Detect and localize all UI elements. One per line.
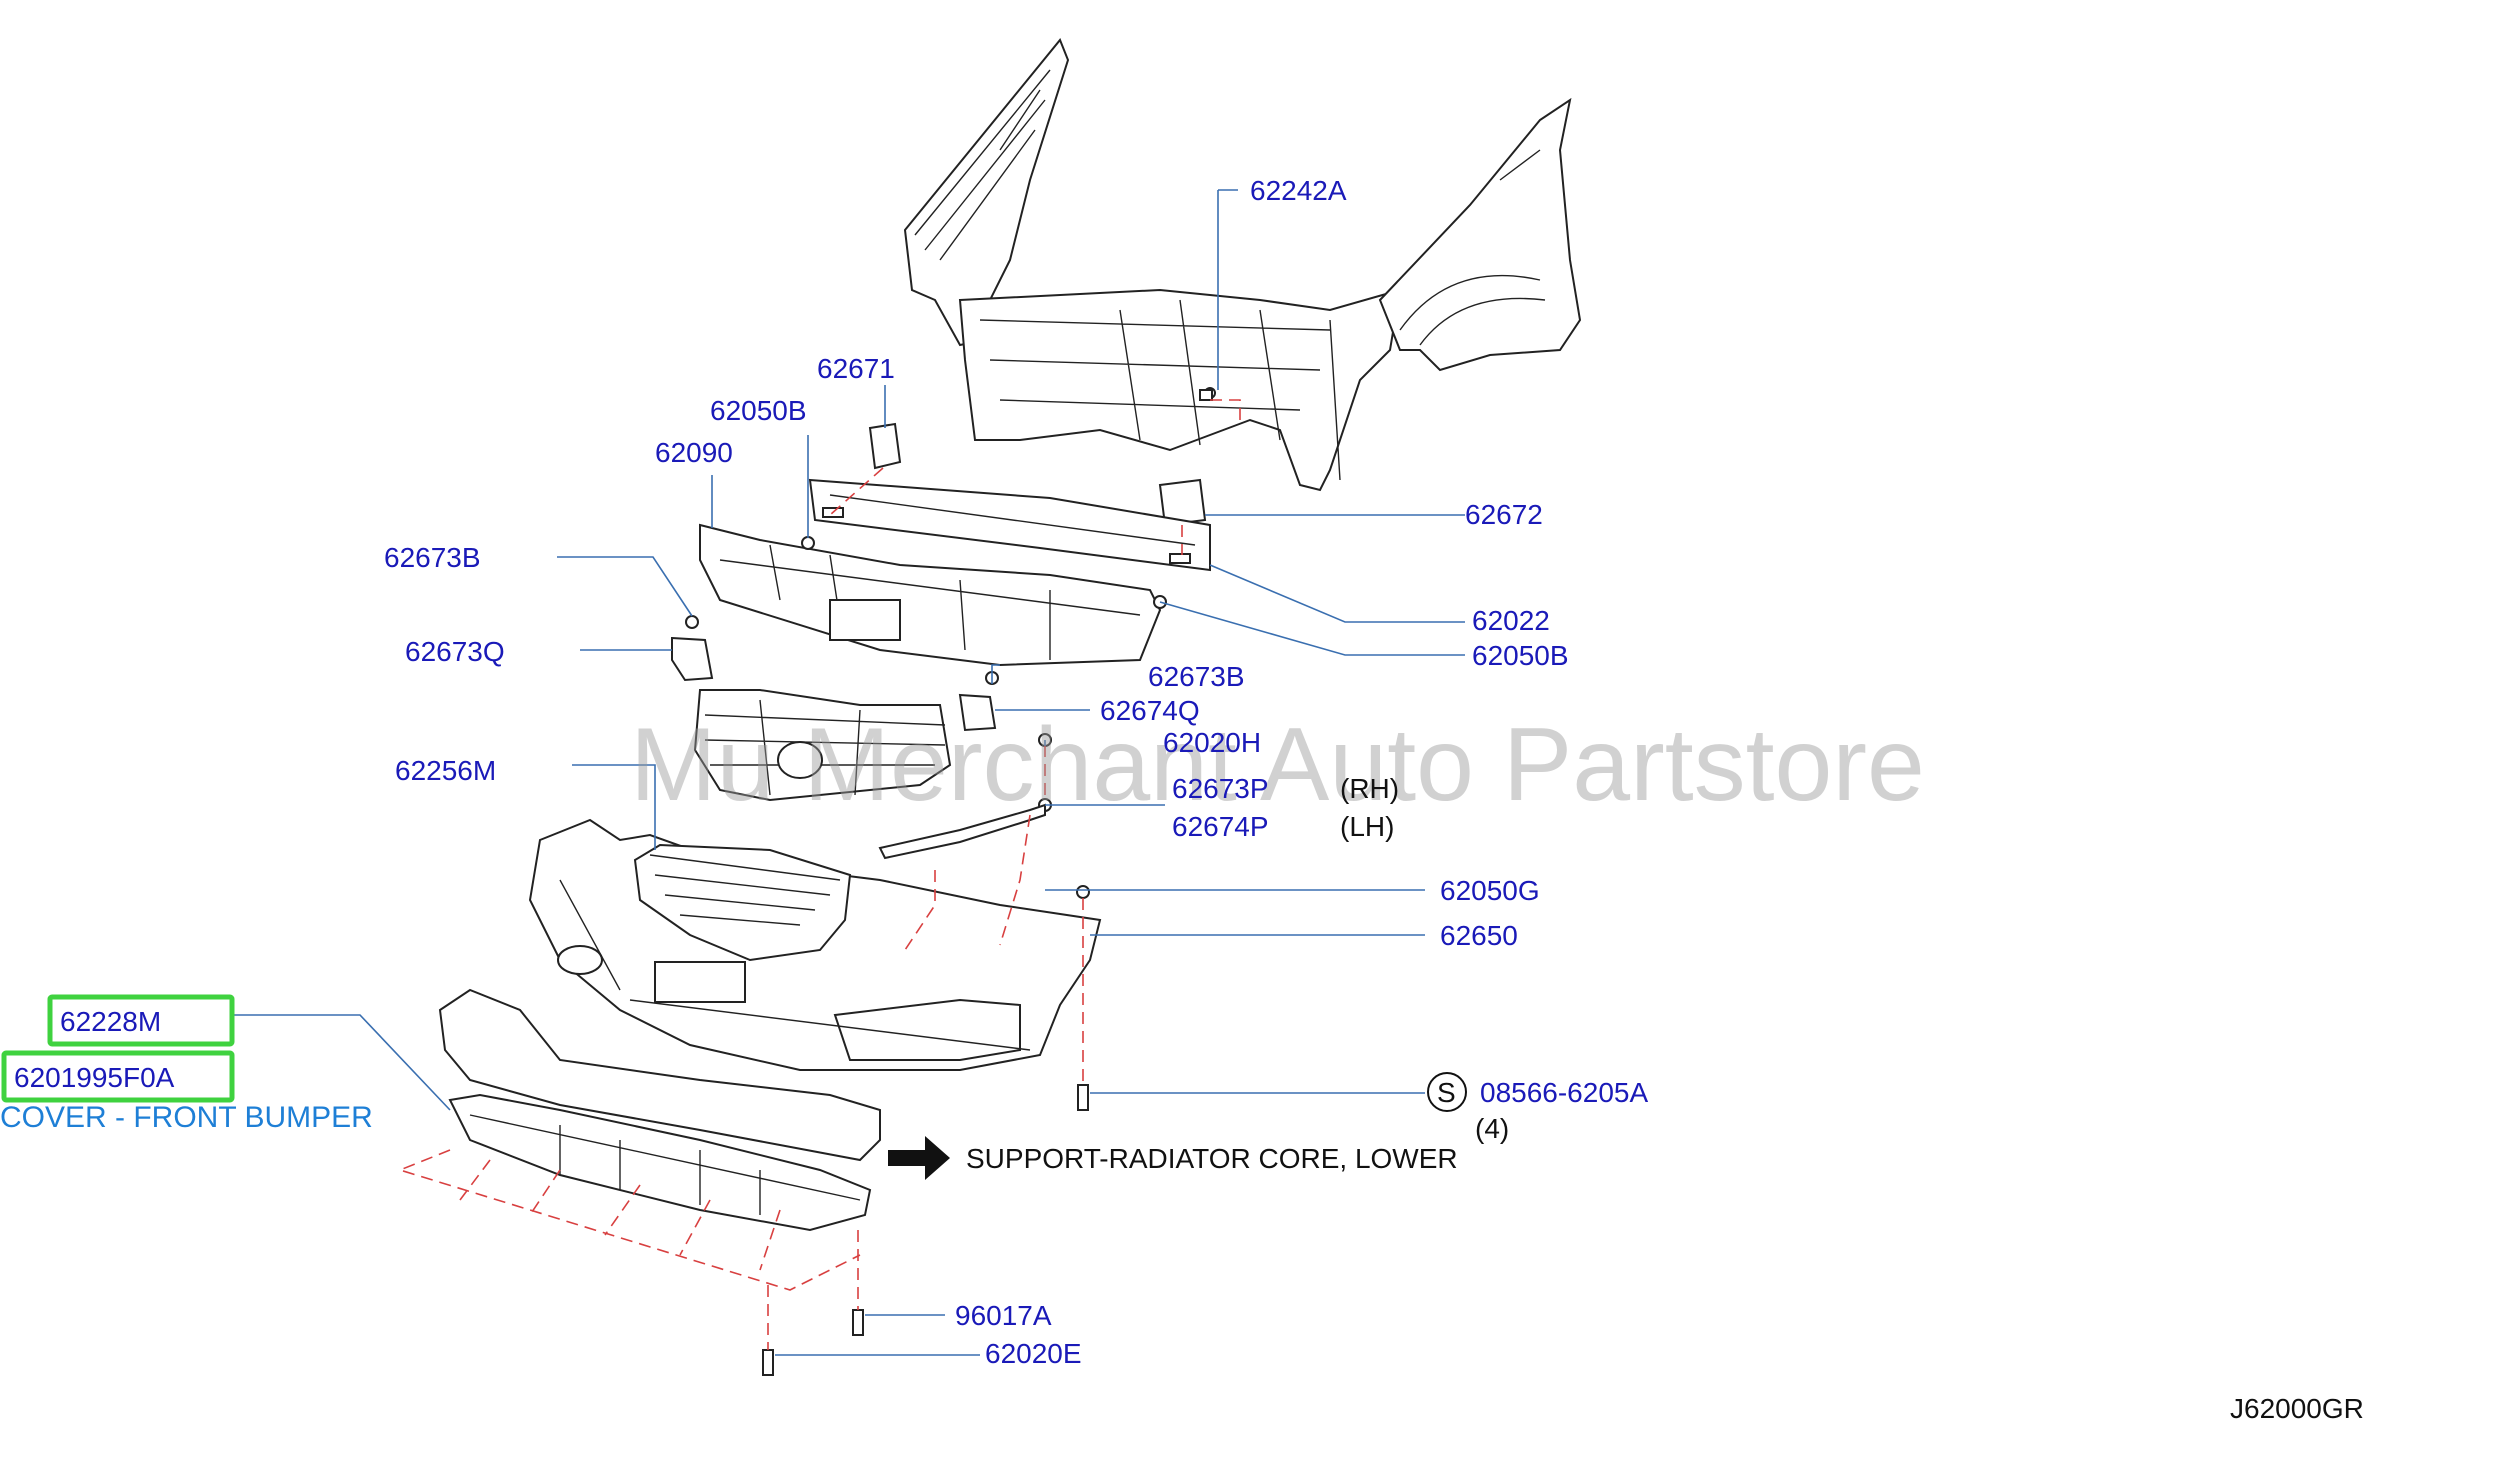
label-62050G[interactable]: 62050G	[1440, 875, 1540, 906]
cover-description: COVER - FRONT BUMPER	[0, 1101, 373, 1134]
highlight-box-6201995F0A	[1, 1050, 235, 1103]
label-62673P[interactable]: 62673P	[1172, 773, 1269, 804]
label-08566-6205A[interactable]: 08566-6205A	[1480, 1077, 1648, 1108]
label-62020E[interactable]: 62020E	[985, 1338, 1082, 1369]
label-62090[interactable]: 62090	[655, 437, 733, 468]
molding-62673P	[878, 803, 1046, 860]
label-6201995F0A[interactable]: 6201995F0A	[14, 1062, 175, 1093]
s-symbol-circle	[1427, 1072, 1467, 1112]
label-62673B-left[interactable]: 62673B	[384, 542, 481, 573]
drawing-code: J62000GR	[2230, 1393, 2364, 1424]
label-62050B-right[interactable]: 62050B	[1472, 640, 1569, 671]
bracket-62674Q	[958, 693, 997, 732]
leader-lines	[233, 189, 1465, 1356]
radiator-core-support-drawing	[903, 38, 1582, 492]
label-62256M[interactable]: 62256M	[395, 755, 496, 786]
watermark: Mu Merchant Auto Partstore	[630, 707, 1925, 823]
highlight-box-62228M	[47, 994, 235, 1047]
label-62673Q[interactable]: 62673Q	[405, 636, 505, 667]
bolt-08566	[1077, 1084, 1089, 1111]
label-62673B-mid[interactable]: 62673B	[1148, 661, 1245, 692]
lower-cover-62228M	[438, 988, 881, 1232]
label-62050B-top[interactable]: 62050B	[710, 395, 807, 426]
clip-62020E	[762, 1349, 774, 1376]
label-62672[interactable]: 62672	[1465, 499, 1543, 530]
dashed-guides	[397, 399, 1241, 1350]
s-symbol-label: S	[1437, 1077, 1456, 1108]
label-62022[interactable]: 62022	[1472, 605, 1550, 636]
label-96017A[interactable]: 96017A	[955, 1300, 1052, 1331]
label-qty-4: (4)	[1475, 1113, 1509, 1144]
energy-absorber-62090	[699, 523, 1162, 667]
bracket-62671	[868, 422, 902, 470]
label-lh: (LH)	[1340, 811, 1394, 842]
label-62674Q[interactable]: 62674Q	[1100, 695, 1200, 726]
front-bumper-fascia-62650	[528, 818, 1102, 1071]
label-62650[interactable]: 62650	[1440, 920, 1518, 951]
bracket-62672	[1158, 478, 1207, 527]
label-62242A[interactable]: 62242A	[1250, 175, 1347, 206]
bumper-reinforcement-62022	[808, 478, 1211, 572]
label-62228M[interactable]: 62228M	[60, 1006, 161, 1037]
clip-96017A	[852, 1309, 864, 1336]
label-62671[interactable]: 62671	[817, 353, 895, 384]
arrow-right-icon	[888, 1136, 950, 1180]
support-radiator-note[interactable]: SUPPORT-RADIATOR CORE, LOWER	[966, 1143, 1458, 1174]
label-rh: (RH)	[1340, 773, 1399, 804]
bolt-62242A	[1199, 389, 1213, 401]
bracket-62673Q	[671, 636, 714, 682]
label-62674P[interactable]: 62674P	[1172, 811, 1269, 842]
label-62020H[interactable]: 62020H	[1163, 727, 1261, 758]
